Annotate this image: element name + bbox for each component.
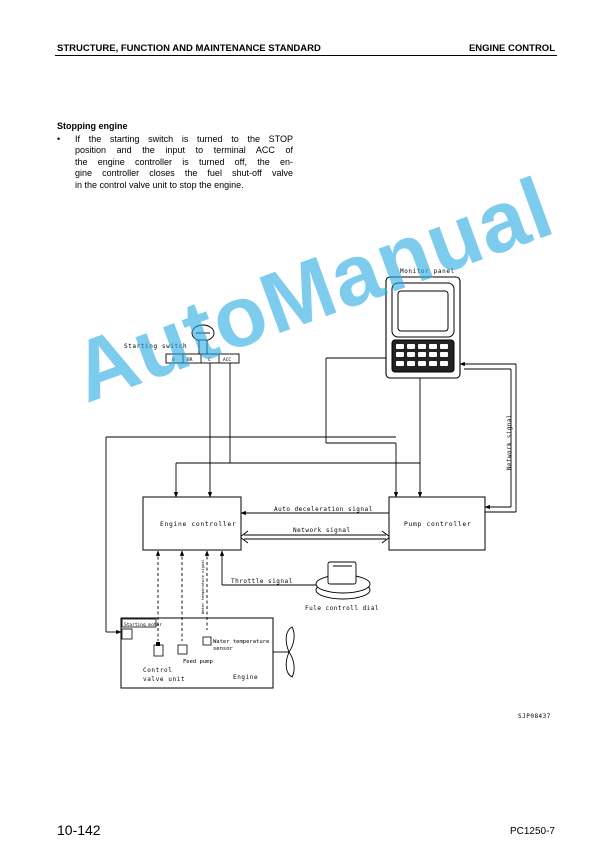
header-chapter-title: ENGINE CONTROL [468,43,555,54]
engine-label: Engine [233,674,258,681]
starting-switch-label: Starting switch [124,343,187,350]
header-section-title: STRUCTURE, FUNCTION AND MAINTENANCE STAN… [57,43,321,54]
wiring [105,357,517,635]
starting-motor-label: Starting motor [124,622,162,628]
paragraph-line: in the control valve unit to stop the en… [75,179,244,190]
fuel-control-dial [315,561,371,600]
starting-motor-icon [121,628,133,640]
monitor-panel-label: Monitor panel [400,268,455,275]
throttle-signal-label: Throttle signal [231,578,293,585]
stopping-engine-paragraph: If the starting switch is turned to the … [75,134,293,191]
engine-controller-box [142,496,242,551]
terminal-acc: ACC [223,357,231,363]
terminal-br: BR [187,357,193,363]
signal-lines [155,550,210,641]
feed-pump-label: Feed pump [183,659,213,665]
water-temp-signal-label: Water temperature signal [200,559,205,614]
engine-controller-label: Engine controller [160,521,236,528]
network-signal-vertical-label: Network signal [507,414,513,470]
terminal-block [165,353,240,364]
terminal-c: C [208,357,211,363]
pump-controller-box [388,496,486,551]
page-number: 10-142 [57,822,101,838]
model-code: PC1250-7 [509,826,555,837]
header-rule [55,55,557,56]
water-temp-sensor-label-1: Water temperature [213,639,269,645]
section-title: Stopping engine [57,121,128,131]
terminal-b: B [172,357,175,363]
water-temp-sensor-icon [202,636,212,646]
control-valve-icon [153,642,164,657]
water-temp-sensor-label-2: sensor [213,646,234,652]
paragraph-line: If the starting switch is turned to the … [75,134,293,144]
control-valve-label-1: Control [143,667,173,674]
control-valve-label-2: valve unit [143,676,185,683]
network-signal-label: Network signal [293,527,351,534]
engine-box [120,617,274,689]
paragraph-line: gine controller closes the fuel shut-off… [75,168,293,179]
figure-code: SJP08437 [518,713,551,720]
monitor-panel [385,276,461,379]
fuel-dial-label: Fule controll dial [305,605,379,612]
bullet-mark: • [57,134,61,144]
paragraph-line: the engine controller is turned off, the… [75,156,293,167]
fan-icon [273,626,295,678]
feed-pump-icon [177,644,188,655]
auto-decel-label: Auto deceleration signal [274,506,373,513]
starting-motor-box [121,618,157,628]
paragraph-line: position and the input to terminal ACC o… [75,145,293,156]
pump-controller-label: Pump controller [404,521,471,528]
